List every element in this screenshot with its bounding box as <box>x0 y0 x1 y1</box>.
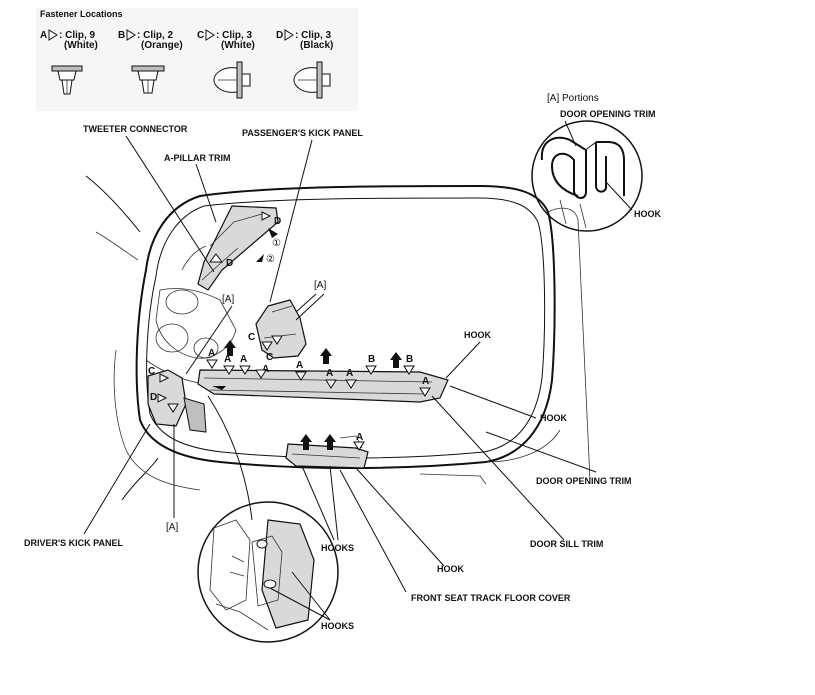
up-arrow-icon <box>320 348 332 364</box>
label-drivers-kick-panel: DRIVER'S KICK PANEL <box>24 538 123 548</box>
callout-a-8: A <box>422 376 429 387</box>
step-2-marker: ② <box>266 254 275 265</box>
legend-color-d: (Black) <box>300 40 333 51</box>
legend-letter-d: D <box>276 30 283 41</box>
callout-d-left: D <box>150 392 157 403</box>
side-arrow-icon <box>212 386 226 390</box>
inset-leader-hook <box>605 181 633 211</box>
up-arrow-icon <box>300 434 312 450</box>
label-door-sill-trim: DOOR SILL TRIM <box>530 539 603 549</box>
callout-a-3: A <box>240 354 247 365</box>
hooks-detail-inset <box>197 501 339 643</box>
legend-text-c: : Clip, 3 <box>216 30 253 41</box>
legend-color-c: (White) <box>221 40 255 51</box>
clip-b-icon <box>131 65 165 94</box>
clip-d-icon <box>293 61 331 99</box>
inset-door-opening-trim-label: DOOR OPENING TRIM <box>560 109 656 119</box>
clip-a-icon <box>51 65 83 95</box>
legend-letter-a: A <box>40 30 47 41</box>
label-door-opening-trim: DOOR OPENING TRIM <box>536 476 632 486</box>
legend-color-a: (White) <box>64 40 98 51</box>
legend-letter-b: B <box>118 30 125 41</box>
callout-a-7: A <box>346 368 353 379</box>
clip-c-triangle-icon <box>205 29 215 41</box>
callout-c-left: C <box>148 366 155 377</box>
label-hooks-bottom: HOOKS <box>321 621 354 631</box>
fastener-legend: Fastener Locations A : Clip, 9 (White) B… <box>36 8 358 111</box>
label-ref-a-left: [A] <box>222 294 234 305</box>
callout-b-2: B <box>406 354 413 365</box>
label-passengers-kick-panel: PASSENGER'S KICK PANEL <box>242 128 363 138</box>
door-opening-body <box>85 175 591 501</box>
label-ref-a-top: [A] <box>314 280 326 291</box>
label-tweeter-connector: TWEETER CONNECTOR <box>83 124 188 134</box>
up-arrow-icon <box>324 434 336 450</box>
label-a-pillar-trim: A-PILLAR TRIM <box>164 153 231 163</box>
legend-text-a: : Clip, 9 <box>59 30 96 41</box>
legend-color-b: (Orange) <box>141 40 183 51</box>
callout-d-lower: D <box>226 258 233 269</box>
callout-a-floor: A <box>356 432 363 443</box>
legend-letter-c: C <box>197 30 204 41</box>
door-sill-trim <box>197 369 449 403</box>
pull-arrow-icon <box>268 228 278 238</box>
callout-c-center-2: C <box>266 352 273 363</box>
callout-a-5: A <box>296 360 303 371</box>
callout-c-center-1: C <box>248 332 255 343</box>
label-front-seat-track-floor-cover: FRONT SEAT TRACK FLOOR COVER <box>411 593 571 603</box>
callout-a-6: A <box>326 368 333 379</box>
label-ref-a-bottom: [A] <box>166 522 178 533</box>
clip-callouts: D D C C A A A A A A A B B A C D <box>148 211 431 451</box>
passengers-kick-panel <box>255 299 307 359</box>
clip-a-triangle-icon <box>48 29 58 41</box>
legend-background <box>36 8 358 111</box>
legend-title: Fastener Locations <box>40 9 123 19</box>
clip-b-triangle-icon <box>126 29 136 41</box>
label-hook-mid: HOOK <box>540 413 568 423</box>
legend-text-b: : Clip, 2 <box>137 30 174 41</box>
inset-trim-section <box>540 136 625 229</box>
inset-hook-label: HOOK <box>634 209 662 219</box>
callout-d-upper: D <box>274 216 281 227</box>
up-arrow-icon <box>224 340 236 356</box>
label-hook-upper: HOOK <box>464 330 492 340</box>
clip-c-icon <box>213 61 251 99</box>
pull-arrow-icon <box>256 254 264 262</box>
removal-arrows <box>212 228 402 450</box>
callout-a-2: A <box>224 354 231 365</box>
label-hooks-center: HOOKS <box>321 543 354 553</box>
step-1-marker: ① <box>272 238 281 249</box>
part-labels: TWEETER CONNECTOR PASSENGER'S KICK PANEL… <box>24 124 632 631</box>
portions-inset: [A] Portions DOOR OPENING TRIM HOOK <box>531 93 662 232</box>
door-opening-trim-outline <box>135 184 556 469</box>
a-pillar-trim <box>181 205 279 291</box>
clip-d-triangle-icon <box>284 29 294 41</box>
up-arrow-icon <box>390 352 402 368</box>
leader-lines <box>83 135 597 621</box>
callout-a-1: A <box>208 348 215 359</box>
legend-text-d: : Clip, 3 <box>295 30 332 41</box>
inset-title: [A] Portions <box>547 93 599 104</box>
label-hook-center: HOOK <box>437 564 465 574</box>
callout-b-1: B <box>368 354 375 365</box>
inset-leader-trim <box>564 120 577 147</box>
